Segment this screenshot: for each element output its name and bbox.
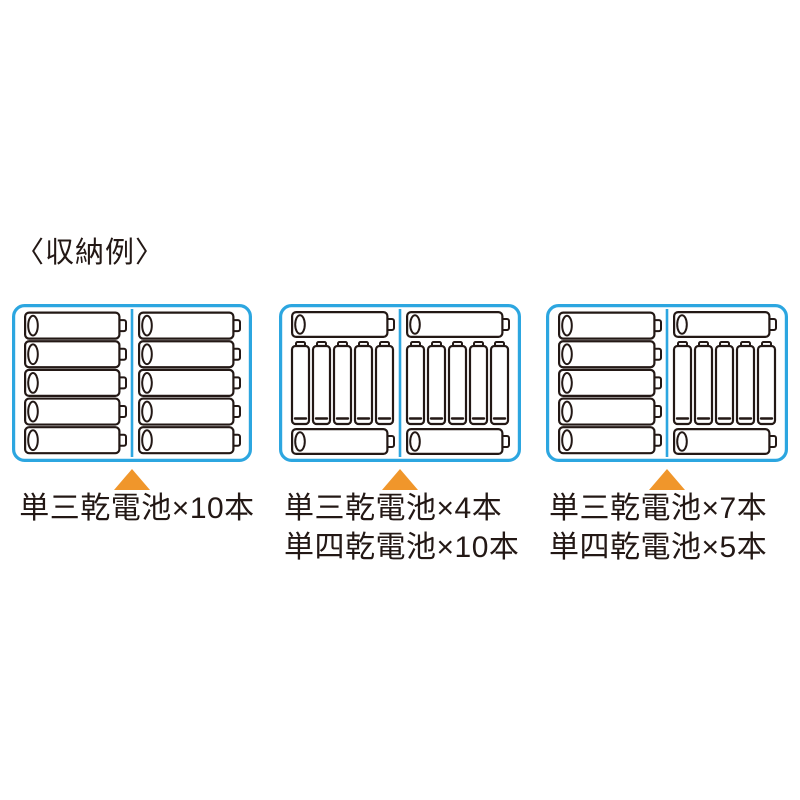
panel-1-label: 単三乾電池×10本 (12, 489, 262, 528)
panel-3-label-line-2: 単四乾電池×5本 (549, 531, 768, 564)
panel-2-label-line-1: 単三乾電池×4本 (284, 492, 503, 525)
panel-2-label: 単三乾電池×4本 単四乾電池×10本 (284, 489, 519, 567)
battery-arrangement-graphic (279, 304, 521, 462)
panel-3-label: 単三乾電池×7本 単四乾電池×5本 (549, 489, 767, 567)
panel-2-label-line-2: 単四乾電池×10本 (284, 531, 520, 564)
pointer-triangle-up-icon (649, 469, 685, 490)
battery-case-panel-3 (546, 304, 788, 462)
battery-arrangement-graphic (12, 304, 252, 462)
page-title: 〈収納例〉 (15, 237, 166, 269)
battery-case-panel-1 (12, 304, 252, 462)
battery-case-panel-2 (279, 304, 521, 462)
pointer-triangle-up-icon (114, 469, 150, 490)
panel-1-label-line-1: 単三乾電池×10本 (19, 492, 255, 525)
panel-3-label-line-1: 単三乾電池×7本 (549, 492, 768, 525)
battery-arrangement-graphic (546, 304, 788, 462)
pointer-triangle-up-icon (382, 469, 418, 490)
